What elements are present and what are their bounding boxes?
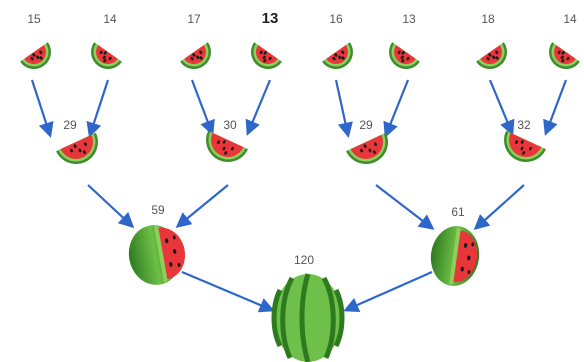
arrow (383, 79, 410, 138)
watermelon-slice-3 (180, 42, 211, 69)
watermelon-piece-4 (504, 130, 546, 162)
watermelon-piece-2 (206, 130, 248, 162)
watermelon-slice-7 (476, 42, 507, 69)
watermelon-slice-5 (322, 42, 353, 69)
pair-sum-3: 29 (359, 118, 373, 132)
leaf-value-2: 14 (103, 12, 117, 26)
half-melon-right (430, 226, 480, 286)
arrow (375, 184, 435, 230)
leaf-value-1: 15 (27, 12, 41, 26)
pair-pieces (56, 130, 546, 164)
arrows-leaf-to-pair (30, 79, 568, 139)
arrows-pair-to-quad (87, 184, 525, 231)
arrow (87, 184, 135, 229)
arrow (245, 79, 272, 136)
pair-sum-2: 30 (223, 118, 237, 132)
whole-melon (271, 273, 345, 362)
arrow (334, 79, 353, 139)
arrow (86, 79, 110, 138)
watermelon-slice-8 (549, 42, 580, 69)
arrows-quad-to-total (181, 270, 433, 313)
arrow (190, 79, 215, 136)
arrow (488, 79, 515, 136)
watermelon-slice-4 (251, 42, 282, 69)
quad-sum-2: 61 (451, 205, 465, 219)
arrow (181, 270, 275, 313)
arrow (175, 184, 229, 228)
leaf-value-5: 16 (329, 12, 343, 26)
arrow (473, 184, 525, 231)
leaf-value-6: 13 (402, 12, 416, 26)
watermelon-slice-2 (91, 42, 122, 69)
leaf-value-8: 14 (563, 12, 577, 26)
pair-sum-4: 32 (517, 118, 531, 132)
watermelon-slice-1 (20, 42, 51, 69)
grand-total: 120 (293, 253, 315, 267)
leaf-value-7: 18 (481, 12, 495, 26)
leaf-value-3: 17 (187, 12, 201, 26)
half-melon-left (128, 225, 185, 285)
arrow (543, 79, 568, 136)
leaf-slices (20, 42, 580, 69)
quad-sum-1: 59 (151, 203, 165, 217)
arrow (343, 270, 433, 313)
pair-sum-1: 29 (63, 118, 77, 132)
arrow (30, 79, 54, 138)
leaf-value-4: 13 (261, 10, 279, 27)
watermelon-piece-1 (56, 132, 98, 164)
watermelon-slice-6 (389, 42, 420, 69)
watermelon-piece-3 (346, 132, 388, 164)
